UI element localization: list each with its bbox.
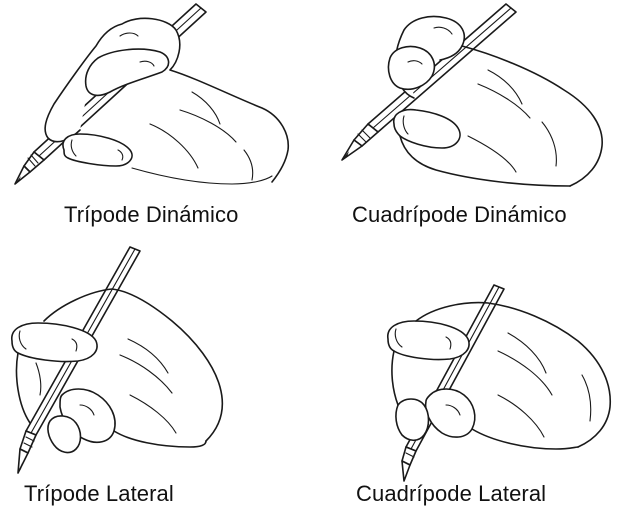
- grip-label: Trípode Dinámico: [64, 202, 238, 228]
- grip-panel-cuadripode-lateral: Cuadrípode Lateral: [312, 255, 624, 510]
- cuadripode-lateral-illustration: [312, 255, 624, 480]
- tripode-dinamico-illustration: [0, 0, 312, 200]
- hand: [12, 289, 223, 452]
- hand: [388, 17, 602, 187]
- cuadripode-dinamico-illustration: [312, 0, 624, 200]
- grip-panel-tripode-lateral: Trípode Lateral: [0, 255, 312, 510]
- grip-panel-cuadripode-dinamico: Cuadrípode Dinámico: [312, 0, 624, 255]
- tripode-lateral-illustration: [0, 255, 312, 480]
- pencil: [402, 285, 504, 481]
- grip-label: Cuadrípode Dinámico: [352, 202, 567, 228]
- grip-label: Trípode Lateral: [24, 481, 174, 507]
- hand: [45, 18, 288, 184]
- hand: [388, 303, 610, 449]
- grip-label: Cuadrípode Lateral: [356, 481, 546, 507]
- grip-panel-tripode-dinamico: Trípode Dinámico: [0, 0, 312, 255]
